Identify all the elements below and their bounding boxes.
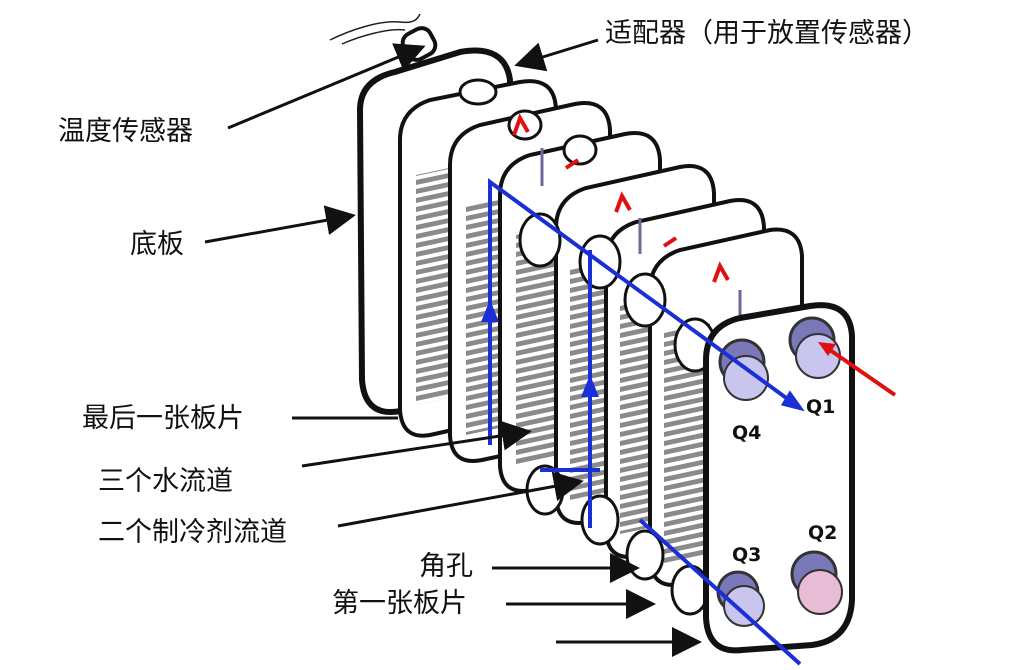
temperature-sensor [329,13,438,62]
leader-lines [204,38,702,657]
adapter-label: 适配器（用于放置传感器） [605,18,929,49]
port-q1-label: Q1 [806,396,836,418]
refrigerant-channels-label: 二个制冷剂流道 [98,517,287,548]
port-q4-label: Q4 [732,422,762,444]
refrigerant-flow-path [818,342,897,397]
temperature-sensor-label: 温度传感器 [58,116,193,147]
last-plate-label: 最后一张板片 [82,403,244,434]
base-plate-label: 底板 [130,229,184,260]
port-q1 [788,316,841,379]
port-q2-label: Q2 [808,522,838,544]
port-q3-label: Q3 [732,544,762,566]
port-q2 [790,550,843,615]
water-flow-path [481,178,805,666]
port-q3 [716,570,765,627]
corner-hole-label: 角孔 [419,551,473,582]
port-q4 [718,338,769,401]
water-channels-label: 三个水流道 [98,466,233,497]
first-plate-label: 第一张板片 [332,588,467,619]
